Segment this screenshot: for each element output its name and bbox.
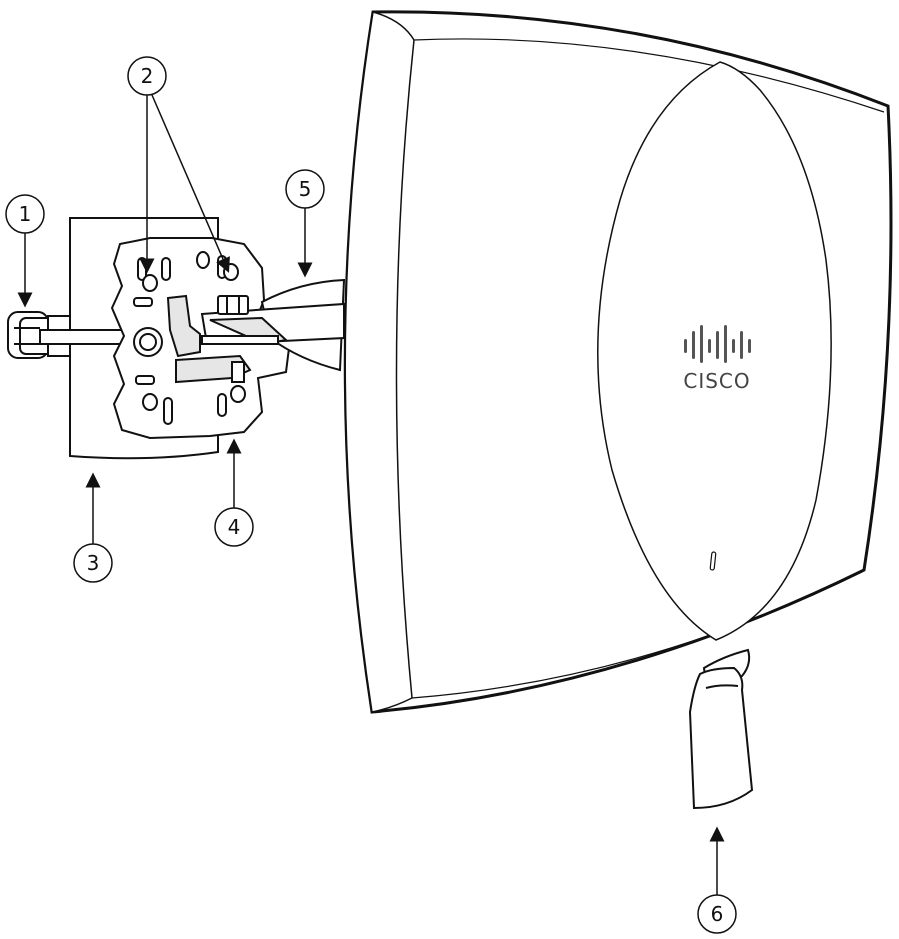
cisco-logo-text: CISCO xyxy=(683,369,750,393)
antenna-connector xyxy=(688,648,754,810)
callout-4-label: 4 xyxy=(228,515,241,539)
left-end-clamp xyxy=(7,311,71,359)
callout-2-label: 2 xyxy=(141,64,154,88)
callout-3-label: 3 xyxy=(87,551,100,575)
callout-6-label: 6 xyxy=(711,902,724,926)
status-led xyxy=(709,551,717,571)
cisco-logo xyxy=(684,325,751,363)
callout-5-label: 5 xyxy=(299,177,312,201)
callout-2-arrow-b xyxy=(151,94,230,273)
radome-face xyxy=(597,61,832,641)
swivel-arm xyxy=(200,278,346,372)
access-point-body xyxy=(343,10,893,714)
callout-1-label: 1 xyxy=(19,202,32,226)
